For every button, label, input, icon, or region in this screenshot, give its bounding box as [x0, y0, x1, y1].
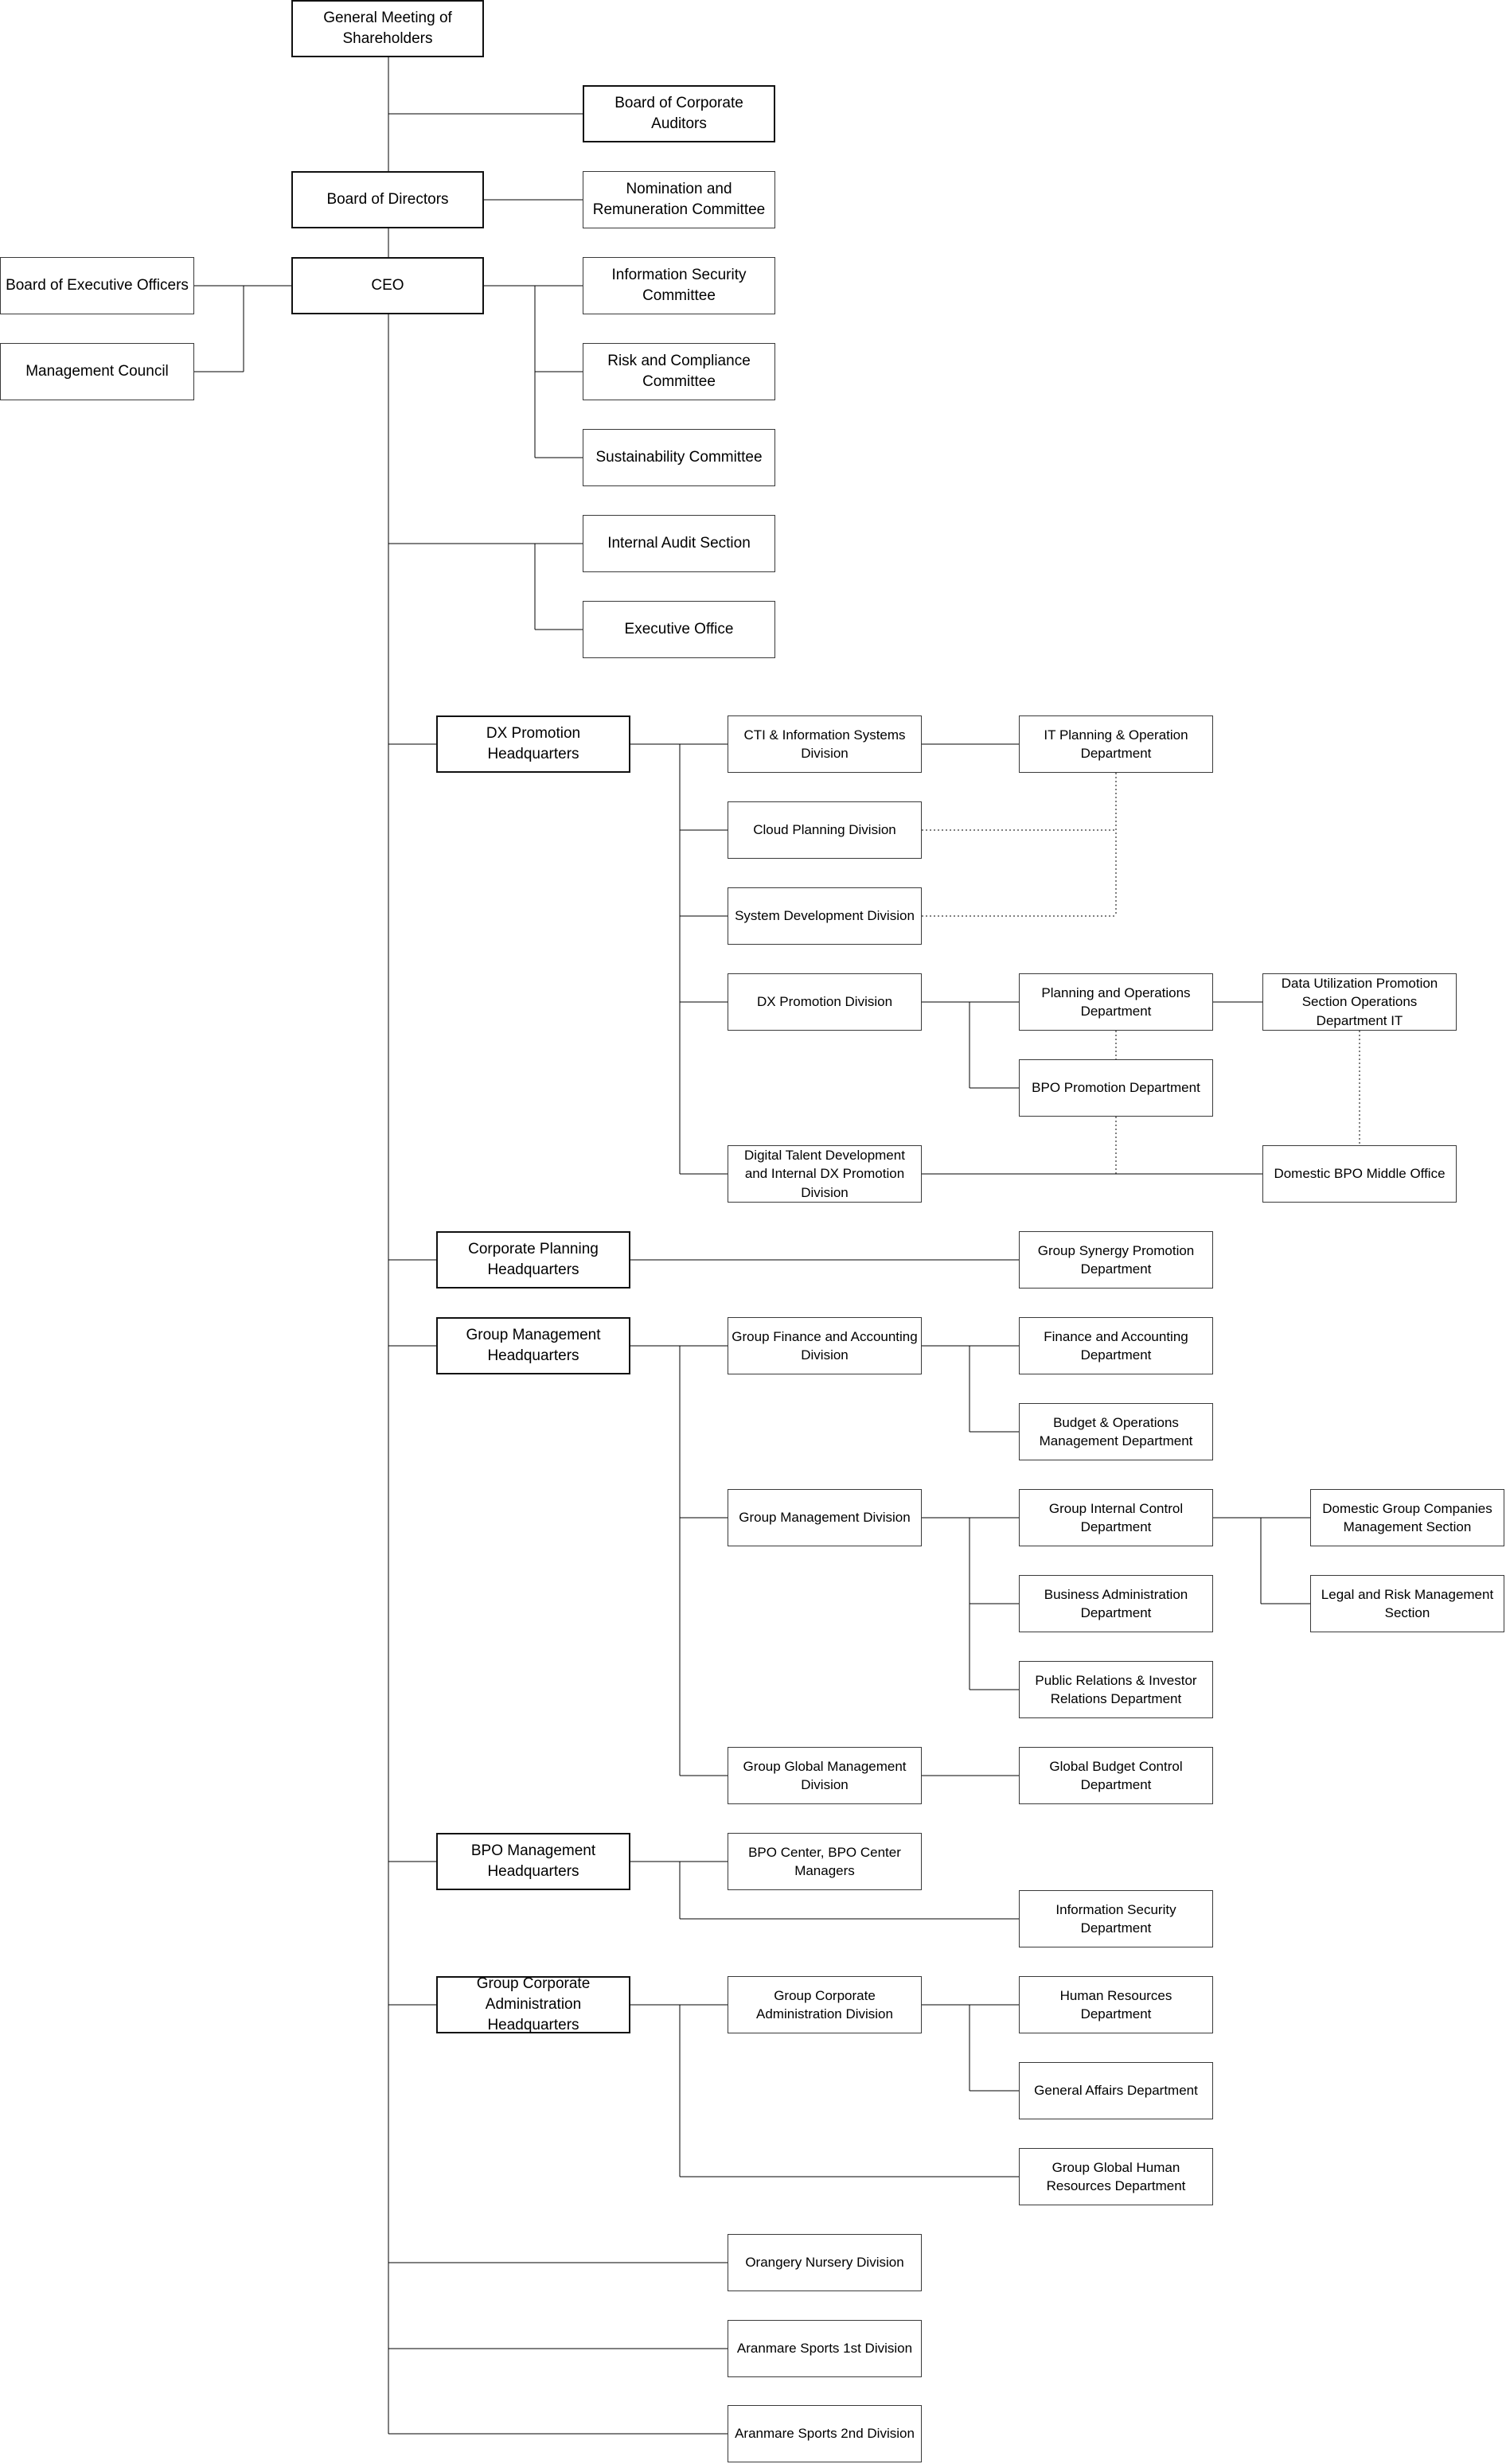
group-internal-control-department-box: Group Internal Control Department	[1019, 1489, 1213, 1546]
data-utilization-section-box: Data Utilization Promotion Section Opera…	[1262, 973, 1457, 1031]
finance-accounting-department-box: Finance and Accounting Department	[1019, 1317, 1213, 1374]
domestic-group-companies-section-box: Domestic Group Companies Management Sect…	[1310, 1489, 1504, 1546]
business-administration-department-box: Business Administration Department	[1019, 1575, 1213, 1632]
group-corporate-admin-division-box: Group Corporate Administration Division	[728, 1976, 922, 2033]
board-of-directors-box: Board of Directors	[291, 171, 484, 228]
risk-compliance-committee-box: Risk and Compliance Committee	[583, 343, 775, 400]
system-development-division-box: System Development Division	[728, 887, 922, 945]
ceo-box: CEO	[291, 257, 484, 314]
group-global-hr-department-box: Group Global Human Resources Department	[1019, 2148, 1213, 2205]
orangery-nursery-division-box: Orangery Nursery Division	[728, 2234, 922, 2291]
group-synergy-department-box: Group Synergy Promotion Department	[1019, 1231, 1213, 1289]
internal-audit-section-box: Internal Audit Section	[583, 515, 775, 572]
group-corporate-admin-hq-box: Group Corporate Administration Headquart…	[436, 1975, 630, 2033]
public-relations-department-box: Public Relations & Investor Relations De…	[1019, 1661, 1213, 1718]
it-planning-department-box: IT Planning & Operation Department	[1019, 715, 1213, 773]
budget-operations-department-box: Budget & Operations Management Departmen…	[1019, 1403, 1213, 1460]
information-security-department-box: Information Security Department	[1019, 1890, 1213, 1947]
management-council-box: Management Council	[0, 343, 194, 400]
group-management-division-box: Group Management Division	[728, 1489, 922, 1546]
dx-promotion-division-box: DX Promotion Division	[728, 973, 922, 1031]
bpo-promotion-department-box: BPO Promotion Department	[1019, 1059, 1213, 1117]
global-budget-control-department-box: Global Budget Control Department	[1019, 1747, 1213, 1804]
executive-office-box: Executive Office	[583, 601, 775, 658]
nomination-committee-box: Nomination and Remuneration Committee	[583, 171, 775, 228]
group-finance-division-box: Group Finance and Accounting Division	[728, 1317, 922, 1374]
group-management-hq-box: Group Management Headquarters	[436, 1317, 630, 1374]
bpo-center-box: BPO Center, BPO Center Managers	[728, 1833, 922, 1890]
cti-division-box: CTI & Information Systems Division	[728, 715, 922, 773]
group-global-management-division-box: Group Global Management Division	[728, 1747, 922, 1804]
dx-promotion-hq-box: DX Promotion Headquarters	[436, 715, 630, 773]
domestic-bpo-middle-office-box: Domestic BPO Middle Office	[1262, 1145, 1457, 1203]
board-of-executive-officers-box: Board of Executive Officers	[0, 257, 194, 314]
planning-operations-department-box: Planning and Operations Department	[1019, 973, 1213, 1031]
aranmare-sports-1st-division-box: Aranmare Sports 1st Division	[728, 2320, 922, 2377]
sustainability-committee-box: Sustainability Committee	[583, 429, 775, 486]
general-affairs-department-box: General Affairs Department	[1019, 2062, 1213, 2119]
aranmare-sports-2nd-division-box: Aranmare Sports 2nd Division	[728, 2405, 922, 2462]
corporate-planning-hq-box: Corporate Planning Headquarters	[436, 1231, 630, 1289]
information-security-committee-box: Information Security Committee	[583, 257, 775, 314]
board-of-corporate-auditors-box: Board of Corporate Auditors	[583, 85, 775, 142]
general-meeting-box: General Meeting of Shareholders	[291, 0, 484, 57]
human-resources-department-box: Human Resources Department	[1019, 1976, 1213, 2033]
legal-risk-section-box: Legal and Risk Management Section	[1310, 1575, 1504, 1632]
bpo-management-hq-box: BPO Management Headquarters	[436, 1833, 630, 1890]
cloud-planning-division-box: Cloud Planning Division	[728, 801, 922, 859]
digital-talent-division-box: Digital Talent Development and Internal …	[728, 1145, 922, 1203]
